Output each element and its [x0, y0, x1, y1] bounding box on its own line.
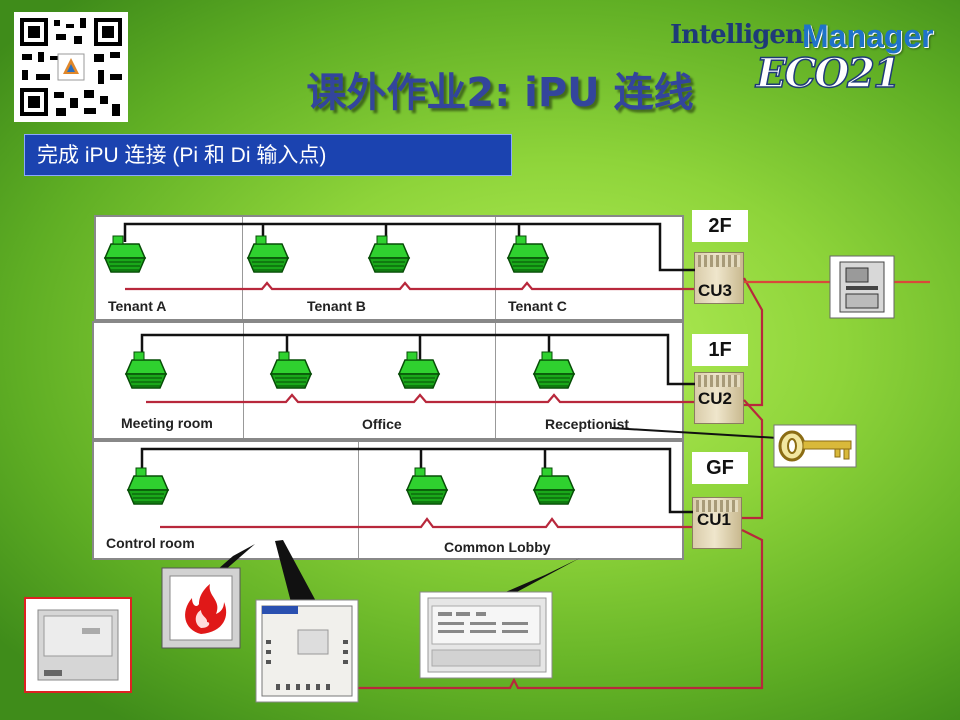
- room-label-tenant-c: Tenant C: [508, 298, 567, 314]
- unit-label-cu1: CU1: [697, 510, 732, 529]
- room-label-office: Office: [362, 416, 402, 432]
- condensing-unit-cu2[interactable]: [694, 372, 744, 424]
- page-title: 课外作业2: iPU 连线: [306, 70, 694, 116]
- room-label-meeting-room: Meeting room: [121, 415, 213, 431]
- intelligent-manager-logo: Intelligent Manager ECO21: [670, 18, 934, 98]
- indoor-units: [104, 235, 575, 505]
- key-icon: [773, 424, 857, 468]
- fire-alarm-icon: [161, 567, 241, 649]
- floor-label-gf: GF: [692, 452, 748, 484]
- qr-code: [14, 12, 128, 122]
- central-controller-icon: [419, 591, 553, 679]
- computer-icon: [829, 255, 895, 319]
- condensing-unit-cu1[interactable]: [692, 497, 742, 549]
- floor-1f-panel: [92, 321, 684, 440]
- ups-icon: [24, 597, 132, 693]
- room-label-tenant-b: Tenant B: [307, 298, 366, 314]
- room-label-tenant-a: Tenant A: [108, 298, 167, 314]
- room-label-receptionist: Receptionist: [545, 416, 630, 432]
- unit-label-cu2: CU2: [698, 389, 733, 408]
- room-label-control-room: Control room: [106, 535, 195, 551]
- condensing-unit-cu3[interactable]: [694, 252, 744, 304]
- floor-gf-panel: [92, 440, 684, 560]
- unit-label-cu3: CU3: [698, 281, 733, 300]
- room-label-common-lobby: Common Lobby: [444, 539, 551, 555]
- floor-2f-panel: [94, 215, 684, 321]
- floor-label-1f: 1F: [692, 334, 748, 366]
- ipu-controller-icon: [255, 599, 359, 703]
- instruction-banner: 完成 iPU 连接 (Pi 和 Di 输入点): [24, 134, 512, 176]
- floor-label-2f: 2F: [692, 210, 748, 242]
